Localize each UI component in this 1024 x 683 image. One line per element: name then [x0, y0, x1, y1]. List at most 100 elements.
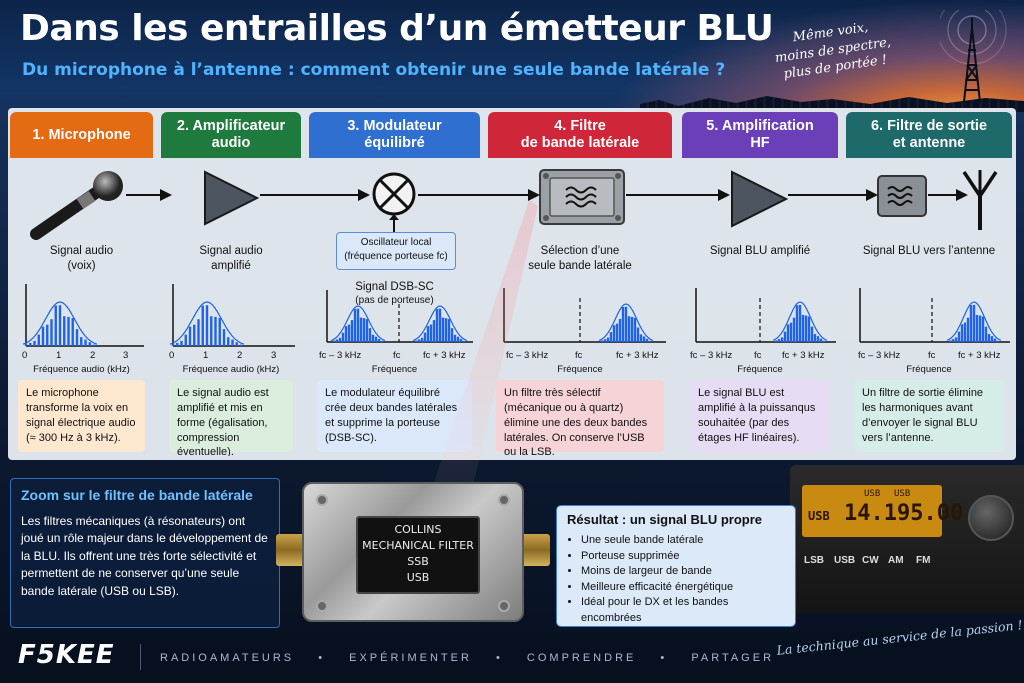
display-mode-small-2: USB	[894, 489, 911, 499]
transceiver-image: USB USB USB 14.195.00 LSB USB CW AM FM	[790, 465, 1024, 613]
right-connector	[520, 534, 550, 566]
mode-button-cw: CW	[862, 555, 879, 566]
footer-nav-dot: •	[318, 652, 326, 664]
tick-label: fc – 3 kHz	[858, 350, 901, 361]
spectrum-envelope	[772, 301, 828, 341]
rf-amplifier-icon	[731, 170, 789, 228]
arrow-right-icon	[126, 189, 172, 201]
x-axis-label: Fréquence audio (kHz)	[33, 364, 130, 375]
footer-nav-item: RADIOAMATEURS	[160, 652, 295, 664]
tick-label: 0	[169, 350, 175, 361]
tuning-knob	[968, 495, 1014, 541]
sunset-sky	[604, 0, 1024, 110]
stage-description: Le modulateur équilibré crée deux bandes…	[317, 380, 472, 452]
spectrum-envelope	[412, 305, 468, 342]
filter-label-plate: COLLINS MECHANICAL FILTER SSB USB	[356, 516, 480, 594]
x-axis-label: Fréquence	[557, 364, 603, 375]
stage-header: 6. Filtre de sortie et antenne	[846, 112, 1012, 158]
tick-label: fc	[928, 350, 936, 361]
stage-sideband-filter: 4. Filtre de bande latérale Sélection d’…	[488, 112, 672, 456]
screw-icon	[498, 494, 510, 506]
arrow-right-icon	[928, 189, 968, 201]
screw-icon	[316, 494, 328, 506]
stage-balanced-modulator: 3. Modulateur équilibré Signal DSB-SC (p…	[309, 112, 480, 456]
tick-label: fc – 3 kHz	[506, 350, 549, 361]
stage-header: 2. Amplificateur audio	[161, 112, 301, 158]
stage-header: 4. Filtre de bande latérale	[488, 112, 672, 158]
tick-label: fc + 3 kHz	[423, 350, 466, 361]
ssb-selection-spectrum-chart	[503, 288, 666, 343]
tick-label: 3	[123, 350, 129, 361]
footer-nav-item: COMPRENDRE	[526, 652, 637, 664]
signal-note: (pas de porteuse)	[355, 295, 434, 306]
stage-description: Le microphone transforme la voix en sign…	[18, 380, 145, 452]
signal-label: Sélection d’une seule bande latérale	[528, 245, 632, 272]
stage-header: 5. Amplification HF	[682, 112, 838, 158]
tick-label: 0	[22, 350, 28, 361]
filter-icon	[539, 169, 625, 225]
frequency-display: USB USB USB 14.195.00	[802, 485, 963, 537]
zoom-body: Les filtres mécaniques (à résonateurs) o…	[21, 514, 268, 598]
audio-spectrum-chart	[22, 284, 144, 347]
result-item: Idéal pour le DX et les bandes encombrée…	[581, 595, 785, 626]
x-axis-label: Fréquence audio (kHz)	[182, 364, 280, 375]
result-box: Résultat : un signal BLU propre Une seul…	[556, 505, 796, 627]
zoom-info-box: Zoom sur le filtre de bande latérale Les…	[10, 478, 280, 628]
stage-description: Un filtre de sortie élimine les harmoniq…	[854, 380, 1004, 452]
result-item: Une seule bande latérale	[581, 533, 785, 549]
mode-button-fm: FM	[916, 555, 931, 566]
footer-divider	[140, 644, 141, 670]
stage-rf-amplification: 5. Amplification HF Signal BLU amplifié …	[682, 112, 838, 456]
arrow-right-icon	[788, 189, 878, 201]
footer-nav-item: EXPÉRIMENTER	[349, 652, 472, 664]
tick-label: 1	[56, 350, 62, 361]
stage-description: Le signal BLU est amplifié à la puissanq…	[690, 380, 830, 452]
mode-button-am: AM	[888, 555, 904, 566]
microphone-icon	[30, 171, 123, 240]
tick-label: 3	[271, 350, 277, 361]
footer-nav: RADIOAMATEURS • EXPÉRIMENTER • COMPRENDR…	[160, 652, 792, 664]
signal-label: Signal audio (voix)	[49, 245, 114, 272]
left-connector	[276, 534, 306, 566]
brand-logo: F5KEE	[18, 640, 115, 670]
signal-label: Signal audio amplifié	[199, 245, 263, 272]
output-filter-icon	[877, 175, 927, 217]
stage-description: Un filtre très sélectif (mécanique ou à …	[496, 380, 664, 456]
tick-label: fc	[575, 350, 583, 361]
x-axis-label: Fréquence	[737, 364, 783, 375]
spectrum-envelope	[330, 305, 386, 342]
tick-label: fc – 3 kHz	[319, 350, 362, 361]
display-frequency: 14.195.00	[844, 501, 964, 526]
tick-label: fc – 3 kHz	[690, 350, 733, 361]
tick-label: fc + 3 kHz	[782, 350, 825, 361]
stage-microphone: 1. Microphone Signal audio (voix) 0 1 2 …	[10, 112, 153, 456]
stage-output-filter-antenna: 6. Filtre de sortie et antenne Signal BL…	[846, 112, 1012, 456]
tick-label: fc + 3 kHz	[616, 350, 659, 361]
stage-header: 3. Modulateur équilibré	[309, 112, 480, 158]
display-mode: USB	[808, 509, 830, 523]
arrow-right-icon	[260, 189, 370, 201]
footer-nav-dot: •	[660, 652, 668, 664]
page-subtitle: Du microphone à l’antenne : comment obte…	[22, 60, 726, 80]
mode-button-lsb: LSB	[804, 555, 824, 566]
spectrum-envelope	[169, 301, 245, 345]
spectrum-envelope	[946, 301, 1002, 341]
amplifier-triangle-icon	[204, 170, 260, 226]
tick-label: 2	[90, 350, 96, 361]
screw-icon	[316, 600, 328, 612]
amplified-audio-spectrum-chart	[169, 284, 295, 347]
amplified-ssb-spectrum-chart	[695, 288, 836, 343]
tick-label: fc	[754, 350, 762, 361]
signal-label: Signal BLU vers l’antenne	[862, 245, 996, 257]
tick-label: 2	[237, 350, 243, 361]
mixer-icon	[372, 172, 416, 232]
dsb-sc-spectrum-chart	[326, 290, 473, 343]
page-title: Dans les entrailles d’un émetteur BLU	[20, 8, 774, 49]
radio-tower-icon	[940, 10, 1007, 103]
tick-label: fc + 3 kHz	[958, 350, 1001, 361]
signal-label: Signal DSB-SC	[355, 281, 434, 293]
footer	[0, 632, 1024, 683]
spectrum-envelope	[598, 303, 654, 342]
mode-button-usb: USB	[834, 555, 856, 566]
zoom-title: Zoom sur le filtre de bande latérale	[21, 487, 253, 503]
